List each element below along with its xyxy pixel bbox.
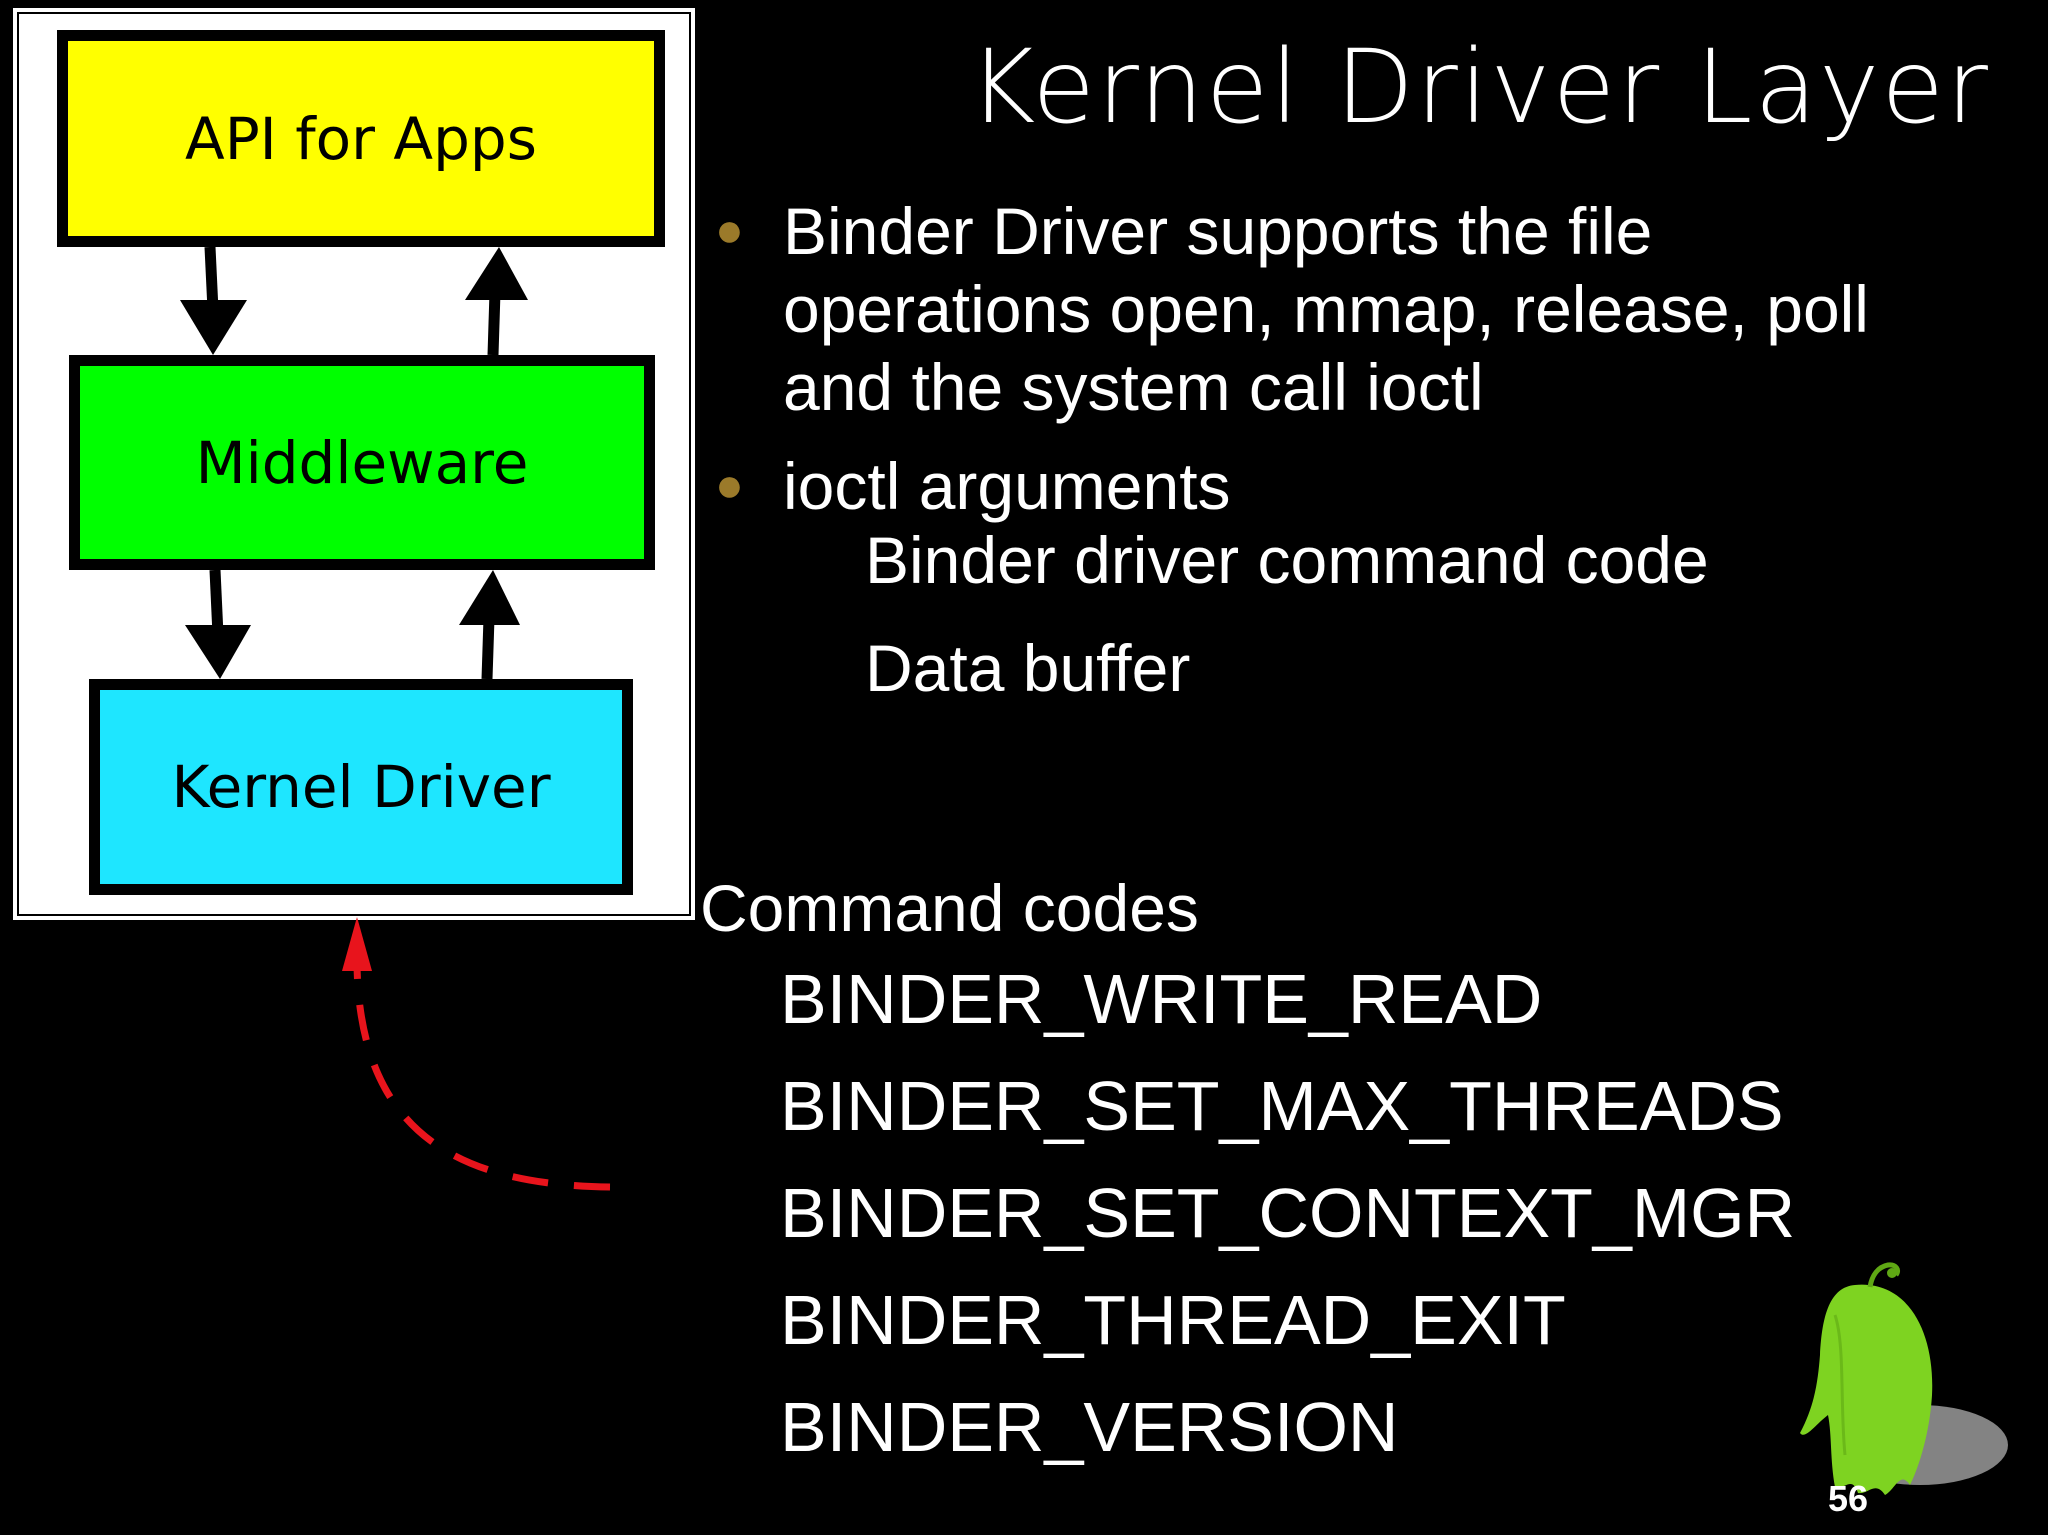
box-label-middleware: Middleware xyxy=(195,428,529,497)
sub-item-command-code: Binder driver command code xyxy=(865,523,1709,597)
box-label-api: API for Apps xyxy=(185,104,537,173)
box-middleware: Middleware xyxy=(69,355,655,570)
command-code-item: BINDER_SET_CONTEXT_MGR xyxy=(780,1174,1796,1252)
bullet-line: and the system call ioctl xyxy=(783,350,1484,424)
bullet-line: Binder Driver supports the file xyxy=(783,194,1653,268)
command-code-item: BINDER_WRITE_READ xyxy=(780,960,1543,1038)
page-number: 56 xyxy=(1828,1478,1869,1519)
box-api-for-apps: API for Apps xyxy=(57,30,665,247)
command-code-item: BINDER_VERSION xyxy=(780,1388,1399,1466)
arrowhead-up-1 xyxy=(465,247,528,300)
dashed-arrow-path xyxy=(353,964,611,1191)
arrow-down-2 xyxy=(209,569,224,636)
bullet-line: operations open, mmap, release, poll xyxy=(783,272,1869,346)
arrowhead-down-2 xyxy=(185,625,251,679)
slide-title: Kernel Driver Layer xyxy=(968,28,1990,147)
diagram-arrows xyxy=(180,246,528,680)
arrow-down-1 xyxy=(204,246,219,311)
bullet-text: ioctl arguments xyxy=(783,447,2013,525)
dashed-arrow xyxy=(342,917,611,1191)
bullet-line: ioctl arguments xyxy=(783,449,1231,523)
arrowhead-up-2 xyxy=(459,570,520,625)
command-codes-heading: Command codes xyxy=(700,871,1199,945)
layer-diagram: API for Apps Middleware Kernel Driver xyxy=(13,8,695,920)
arrow-up-1 xyxy=(487,291,501,356)
bullet-dot: ● xyxy=(715,459,744,512)
dashed-arrowhead xyxy=(342,917,372,971)
green-mascot-icon xyxy=(1800,1262,2008,1495)
sub-item-data-buffer: Data buffer xyxy=(865,631,1191,705)
arrowhead-down-1 xyxy=(180,300,247,355)
bullet-text: Binder Driver supports the file operatio… xyxy=(783,192,2013,426)
bullet-dot: ● xyxy=(715,204,744,257)
command-code-item: BINDER_SET_MAX_THREADS xyxy=(780,1067,1784,1145)
arrow-up-2 xyxy=(481,617,495,680)
box-label-kernel: Kernel Driver xyxy=(171,753,551,821)
command-code-item: BINDER_THREAD_EXIT xyxy=(780,1281,1566,1359)
command-code-list: BINDER_WRITE_READ BINDER_SET_MAX_THREADS… xyxy=(780,946,1795,1481)
box-kernel-driver: Kernel Driver xyxy=(89,679,633,895)
